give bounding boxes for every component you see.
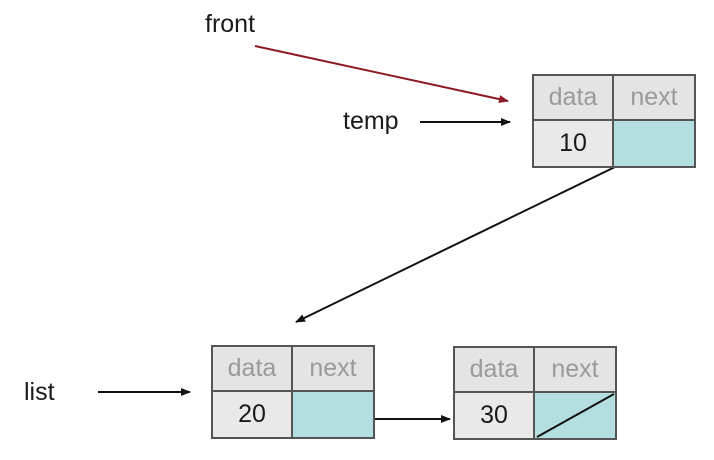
node-10-value: 10	[534, 121, 614, 166]
node-10-next-pointer	[614, 121, 694, 166]
null-slash-icon	[536, 393, 615, 438]
node-30: data next 30	[453, 346, 617, 440]
temp-label: temp	[343, 107, 399, 135]
node-20-data-header: data	[213, 347, 293, 392]
node-20-next-pointer	[293, 392, 373, 437]
node-30-next-header: next	[535, 348, 615, 393]
node10-to-node20-arrow	[295, 146, 657, 323]
node-20-value: 20	[213, 392, 293, 437]
front-arrow	[254, 45, 509, 103]
node-10: data next 10	[532, 74, 696, 168]
node-20-next-header: next	[293, 347, 373, 392]
node-30-next-pointer-null	[535, 393, 615, 438]
front-label: front	[205, 10, 256, 38]
node-10-data-header: data	[534, 76, 614, 121]
list-label: list	[24, 378, 55, 406]
node-30-value: 30	[455, 393, 535, 438]
node-10-next-header: next	[614, 76, 694, 121]
node-20: data next 20	[211, 345, 375, 439]
node-30-data-header: data	[455, 348, 535, 393]
